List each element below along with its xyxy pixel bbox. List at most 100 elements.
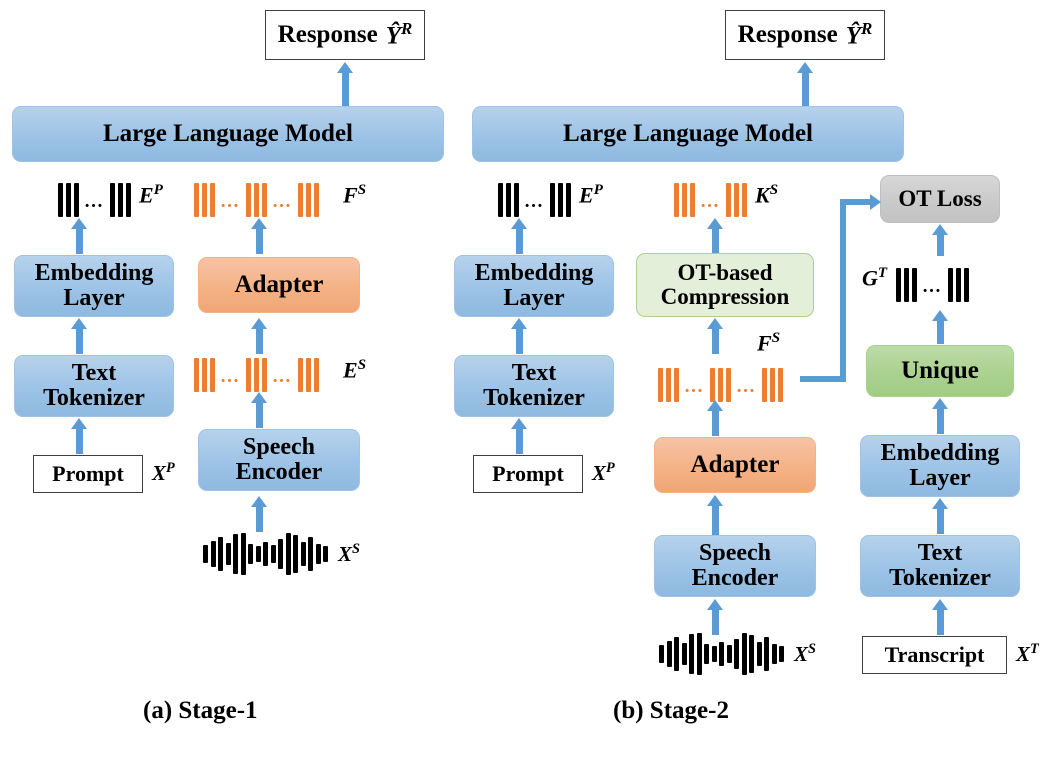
token-bar [734,182,739,217]
stage2-embedding-layer-block: Embedding Layer [454,255,614,317]
stage2-prompt-box: Prompt [473,455,583,493]
stage2-arrow-adapter-to-fs [700,400,730,436]
waveform-bar [300,542,306,566]
stage2-response-symbol: ŶR [845,19,873,50]
stage1-fs-symbol: FS [343,182,367,208]
waveform-bar [248,544,253,564]
token-bar [298,182,303,217]
waveform-bar [233,534,238,574]
stage2-unique-block: Unique [866,345,1014,397]
waveform-bar [704,644,709,664]
stage2-transcript-box: Transcript [862,636,1007,674]
waveform-bar [315,544,321,564]
waveform-bar [659,645,664,663]
token-bar [298,357,303,392]
stage2-text-tokenizer-label: Text Tokenizer [483,359,585,411]
stage2-response-label: Response [737,20,838,48]
stage2-ep-ellipsis: … [524,191,545,212]
waveform-bar [756,642,762,666]
token-bar [742,182,747,217]
stage1-adapter-block: Adapter [198,257,360,313]
stage2-arrow-embedding-to-ep [504,218,534,254]
token-bar [682,182,687,217]
stage2-speech-encoder-label: Speech Encoder [691,539,779,591]
stage2-ep-tokens: … [498,177,571,222]
token-bar [202,357,207,392]
stage1-speech-encoder-label: Speech Encoder [235,433,323,485]
waveform-bar [741,633,747,675]
stage1-ep-symbol: EP [139,182,163,208]
stage2-arrow-transcript-to-tokenizer2 [925,599,955,635]
stage1-llm-block: Large Language Model [12,106,444,162]
stage2-speech-encoder-block: Speech Encoder [654,535,816,597]
stage2-gt-ellipsis: … [922,276,943,297]
token-bar [912,267,917,302]
token-bar [904,267,909,302]
stage1-prompt-label: Prompt [52,461,124,487]
token-bar [66,182,71,217]
token-bar [658,367,663,402]
stage1-arrow-embedding-to-ep [64,218,94,254]
token-bar [690,182,695,217]
stage2-text-tokenizer-2-label: Text Tokenizer [889,539,991,591]
stage2-transcript-label: Transcript [884,642,985,668]
stage2-ot-compression-block: OT-based Compression [636,253,814,317]
stage2-text-tokenizer-block: Text Tokenizer [454,355,614,417]
stage1-ep-ellipsis: … [84,191,105,212]
stage1-embedding-layer-block: Embedding Layer [14,255,174,317]
stage2-unique-label: Unique [901,356,979,384]
stage2-connector-fs-to-otloss [800,193,895,385]
token-bar [514,182,519,217]
stage1-embedding-layer-label: Embedding Layer [34,259,154,311]
stage2-arrow-fs-to-otcompression [700,318,730,354]
stage1-adapter-label: Adapter [234,270,324,298]
stage2-adapter-block: Adapter [654,437,816,493]
token-bar [262,182,267,217]
waveform-bar [674,637,679,671]
waveform-bar [293,535,298,573]
stage1-es-symbol: ES [343,357,367,383]
stage1-fs-tokens: … … [194,177,319,222]
stage1-arrow-llm-to-response [330,62,360,106]
waveform-bar [711,646,717,662]
stage2-fs-tokens: … … [658,362,783,407]
waveform-bar [240,533,246,575]
stage2-caption: (b) Stage-2 [613,697,729,724]
token-bar [896,267,901,302]
token-bar [246,182,251,217]
stage2-embedding-layer-2-block: Embedding Layer [860,435,1020,497]
waveform-bar [285,533,291,575]
stage1-es-ellipsis-2: … [272,366,293,387]
stage2-gt-tokens: … [896,262,969,307]
stage2-embedding-layer-label: Embedding Layer [474,259,594,311]
stage1-xs-symbol: XS [338,541,360,566]
waveform-bar [696,633,702,675]
stage2-ep-symbol: EP [579,182,603,208]
stage2-text-tokenizer-2-block: Text Tokenizer [860,535,1020,597]
stage1-ep-tokens: … [58,177,131,222]
stage1-response-box: Response ŶR [265,10,425,60]
token-bar [194,182,199,217]
token-bar [964,267,969,302]
stage2-ks-tokens: … [674,177,747,222]
token-bar [306,182,311,217]
token-bar [254,357,259,392]
stage2-arrow-unique-to-gt [925,310,955,344]
waveform-bar [719,642,724,666]
waveform-bar [308,537,313,571]
stage2-ks-symbol: KS [755,182,779,208]
token-bar [210,182,215,217]
waveform-bar [278,539,283,569]
token-bar [314,357,319,392]
stage1-arrow-adapter-to-fs [244,218,274,254]
token-bar [956,267,961,302]
waveform-bar [764,637,769,671]
stage2-embedding-layer-2-label: Embedding Layer [880,439,1000,491]
stage1-prompt-box: Prompt [33,455,143,493]
stage1-response-label: Response [277,20,378,48]
waveform-bar [734,639,739,669]
stage2-fs-symbol: FS [757,330,781,356]
stage2-ks-ellipsis: … [700,191,721,212]
waveform-bar [255,546,261,562]
